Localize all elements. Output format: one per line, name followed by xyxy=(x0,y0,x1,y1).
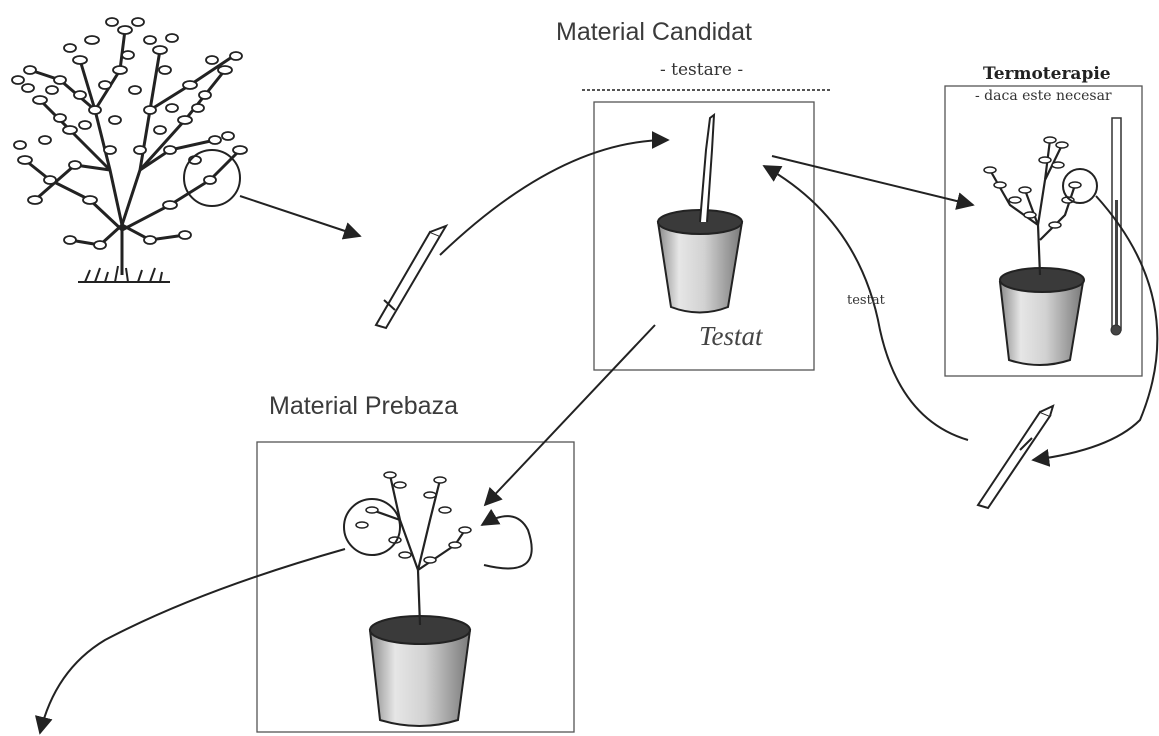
arrow-prebaza-out xyxy=(40,549,345,733)
candidat-subtitle: - testare - xyxy=(660,60,743,80)
prebaza-plant xyxy=(344,472,471,726)
shrub-grass xyxy=(78,266,170,282)
termoterapie-plant xyxy=(984,137,1097,365)
termoterapie-subtitle: - daca este necesar xyxy=(975,88,1112,104)
prebaza-title: Material Prebaza xyxy=(269,392,458,421)
termoterapie-title: Termoterapie xyxy=(983,64,1111,84)
flow-arrows xyxy=(40,140,1157,733)
cutting-stick-2 xyxy=(978,406,1053,508)
testat-pot-label: Testat xyxy=(699,321,763,352)
arrow-shrub-to-cutting xyxy=(240,196,360,236)
arrow-candidat-to-prebaza xyxy=(485,325,655,505)
mother-shrub-foliage xyxy=(12,18,247,249)
arrow-cutting-to-candidat xyxy=(440,140,668,255)
prebaza-loop-arrow xyxy=(482,516,532,568)
arrow-candidat-to-termo xyxy=(772,156,973,205)
candidat-title: Material Candidat xyxy=(556,18,752,47)
testat-arrow-label: testat xyxy=(847,293,885,308)
mother-shrub xyxy=(25,30,240,275)
cutting-stick-1 xyxy=(376,226,446,328)
candidat-pot xyxy=(658,115,742,313)
